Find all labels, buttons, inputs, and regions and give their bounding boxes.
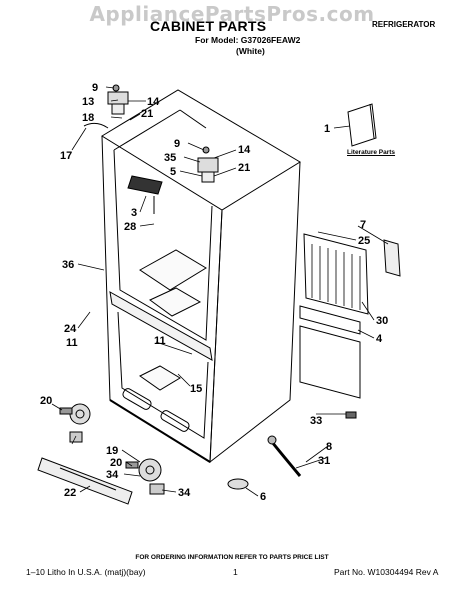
callout-8: 8	[326, 441, 332, 453]
literature-parts-label: Literature Parts	[347, 149, 396, 156]
foot-pad	[227, 478, 249, 490]
callout-24: 24	[64, 323, 77, 335]
page-title: CABINET PARTS	[150, 18, 267, 34]
callout-9: 9	[174, 138, 180, 150]
callout-1: 1	[324, 123, 330, 135]
callout-4: 4	[376, 333, 383, 345]
watermark: AppliancePartsPros.com	[89, 2, 375, 26]
litho-line: 1–10 Litho In U.S.A. (matj)(bay)	[26, 567, 146, 577]
cabinet-body	[101, 89, 301, 464]
part-number: Part No. W10304494 Rev A	[334, 567, 439, 577]
callout-14: 14	[238, 144, 251, 156]
callout-11: 11	[66, 337, 78, 349]
water-tube	[267, 435, 302, 477]
callout-9: 9	[92, 82, 98, 94]
callout-7: 7	[360, 219, 366, 231]
callout-15: 15	[190, 383, 202, 395]
model-line: For Model: G37026FEAW2	[195, 35, 301, 45]
callout-20: 20	[110, 457, 122, 469]
leader-lines	[51, 86, 389, 497]
callout-18: 18	[82, 112, 94, 124]
control-housing	[127, 175, 163, 214]
callout-17: 17	[60, 150, 72, 162]
ordering-note: FOR ORDERING INFORMATION REFER TO PARTS …	[135, 554, 329, 561]
callout-19: 19	[106, 445, 118, 457]
callout-11: 11	[154, 335, 166, 347]
callout-6: 6	[260, 491, 266, 503]
access-panel	[299, 233, 401, 335]
color-line: (White)	[236, 46, 265, 56]
callout-21: 21	[238, 162, 250, 174]
callout-25: 25	[358, 235, 370, 247]
appliance-type: REFRIGERATOR	[372, 20, 436, 29]
roller-assembly-front	[59, 403, 91, 443]
callout-14: 14	[147, 96, 160, 108]
callout-31: 31	[318, 455, 330, 467]
callout-22: 22	[64, 487, 76, 499]
callout-21: 21	[141, 108, 153, 120]
callout-3: 3	[131, 207, 137, 219]
toe-grille	[299, 325, 361, 419]
base-grille	[37, 457, 133, 505]
callout-20: 20	[40, 395, 52, 407]
callout-28: 28	[124, 221, 136, 233]
callout-labels: 9 13 14 18 21 17 9 14 35 5 21 3 28 36 1 …	[40, 82, 388, 503]
top-hinge-right	[197, 146, 219, 183]
callout-35: 35	[164, 152, 176, 164]
roller-assembly-rear	[125, 458, 165, 495]
callout-36: 36	[62, 259, 74, 271]
callout-30: 30	[376, 315, 388, 327]
callout-34: 34	[178, 487, 191, 499]
callout-5: 5	[170, 166, 176, 178]
callout-34: 34	[106, 469, 119, 481]
callout-33: 33	[310, 415, 322, 427]
literature-book	[347, 103, 377, 147]
page-number: 1	[233, 567, 238, 577]
callout-13: 13	[82, 96, 94, 108]
